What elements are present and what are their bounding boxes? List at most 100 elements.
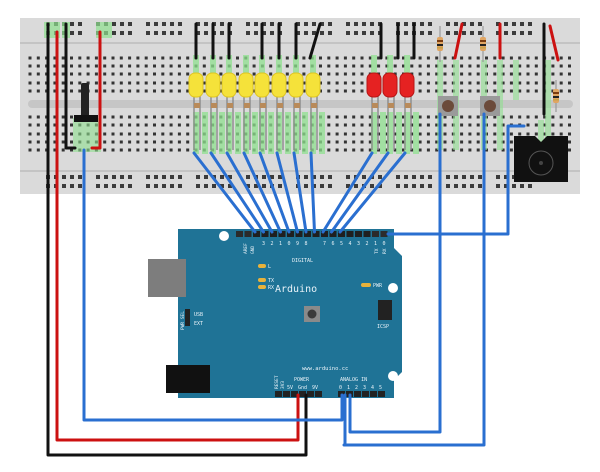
breadboard-hole bbox=[352, 115, 356, 119]
rail-hole bbox=[362, 175, 366, 179]
reset-label: RESET bbox=[274, 375, 280, 389]
breadboard-hole bbox=[476, 81, 480, 85]
rail-hole bbox=[246, 31, 250, 35]
hole-highlight bbox=[380, 112, 386, 154]
breadboard-hole bbox=[360, 56, 364, 60]
breadboard-hole bbox=[128, 81, 132, 85]
breadboard-hole bbox=[285, 64, 289, 68]
breadboard-hole bbox=[526, 56, 530, 60]
rail-hole bbox=[470, 175, 474, 179]
breadboard-hole bbox=[377, 56, 381, 60]
breadboard-hole bbox=[443, 89, 447, 93]
breadboard-hole bbox=[343, 72, 347, 76]
breadboard-hole bbox=[534, 115, 538, 119]
breadboard-hole bbox=[368, 56, 372, 60]
yellow-led bbox=[238, 72, 254, 150]
breadboard-hole bbox=[269, 56, 273, 60]
rail-hole bbox=[304, 184, 308, 188]
breadboard-hole bbox=[136, 56, 140, 60]
breadboard-hole bbox=[402, 148, 405, 152]
breadboard-hole bbox=[153, 148, 156, 152]
breadboard-hole bbox=[153, 81, 156, 85]
breadboard-hole bbox=[493, 132, 497, 136]
breadboard-hole bbox=[103, 56, 107, 60]
yellow-led-body bbox=[288, 72, 304, 98]
breadboard-hole bbox=[36, 72, 40, 76]
breadboard-hole bbox=[161, 123, 165, 127]
breadboard-hole bbox=[476, 115, 480, 119]
rail-hole bbox=[104, 175, 108, 179]
breadboard-hole bbox=[327, 64, 331, 68]
rail-hole bbox=[162, 175, 166, 179]
breadboard-hole bbox=[28, 64, 32, 68]
rail-hole bbox=[78, 175, 82, 179]
red-led-body bbox=[382, 72, 398, 98]
breadboard-hole bbox=[119, 72, 123, 76]
breadboard-hole bbox=[443, 72, 447, 76]
breadboard-hole bbox=[352, 72, 356, 76]
pot-ground-wire bbox=[64, 22, 77, 150]
breadboard-hole bbox=[385, 140, 389, 144]
rail-hole bbox=[146, 175, 150, 179]
breadboard-hole bbox=[136, 64, 140, 68]
breadboard-hole bbox=[186, 72, 190, 76]
breadboard-hole bbox=[186, 64, 190, 68]
breadboard-hole bbox=[343, 123, 347, 127]
breadboard-hole bbox=[144, 89, 148, 93]
hole-highlight bbox=[243, 112, 249, 154]
breadboard-hole bbox=[352, 56, 356, 60]
digital-header-pin bbox=[278, 231, 286, 237]
digital-pin-label: 5 bbox=[340, 241, 343, 247]
breadboard-hole bbox=[144, 81, 148, 85]
rail-hole bbox=[446, 184, 450, 188]
breadboard-hole bbox=[435, 115, 439, 119]
digital-pin-label: 0 bbox=[288, 241, 291, 247]
icsp-header bbox=[378, 300, 392, 320]
breadboard-hole bbox=[501, 81, 505, 85]
breadboard-hole bbox=[485, 56, 488, 60]
breadboard-hole bbox=[28, 115, 32, 119]
breadboard-hole bbox=[410, 115, 414, 119]
breadboard-hole bbox=[435, 132, 439, 136]
rail-hole bbox=[462, 22, 466, 26]
led-rx bbox=[258, 285, 266, 289]
breadboard-hole bbox=[111, 123, 115, 127]
breadboard-hole bbox=[402, 64, 405, 68]
digital-header-pin bbox=[355, 231, 362, 237]
breadboard-hole bbox=[103, 115, 107, 119]
breadboard-hole bbox=[78, 72, 82, 76]
breadboard-hole bbox=[70, 81, 73, 85]
breadboard-hole bbox=[70, 56, 73, 60]
rail-hole bbox=[128, 31, 132, 35]
tx-midi-wire bbox=[386, 124, 526, 236]
wires bbox=[46, 22, 560, 457]
breadboard-hole bbox=[393, 72, 397, 76]
breadboard-hole bbox=[161, 140, 165, 144]
breadboard-hole bbox=[144, 148, 148, 152]
breadboard-hole bbox=[526, 72, 530, 76]
breadboard-hole bbox=[78, 81, 82, 85]
breadboard-hole bbox=[559, 115, 563, 119]
led-signal-wire bbox=[209, 151, 265, 234]
rail-hole bbox=[112, 175, 116, 179]
button-power-wire bbox=[453, 22, 464, 60]
resistor-band bbox=[553, 96, 559, 98]
breadboard-hole bbox=[534, 132, 538, 136]
breadboard-hole bbox=[103, 132, 107, 136]
breadboard-hole bbox=[202, 89, 206, 93]
breadboard-hole bbox=[219, 72, 223, 76]
breadboard-hole bbox=[352, 140, 356, 144]
breadboard-hole bbox=[352, 81, 356, 85]
rail-hole bbox=[478, 31, 482, 35]
breadboard-hole bbox=[36, 123, 40, 127]
red-led-body bbox=[399, 72, 415, 98]
digital-pin-label: 0 bbox=[383, 241, 386, 247]
breadboard-hole bbox=[169, 64, 173, 68]
led-signal-wire bbox=[321, 151, 374, 234]
rail-highlight bbox=[52, 22, 60, 38]
breadboard-hole bbox=[128, 72, 132, 76]
breadboard-hole bbox=[468, 64, 472, 68]
breadboard-hole bbox=[526, 89, 530, 93]
